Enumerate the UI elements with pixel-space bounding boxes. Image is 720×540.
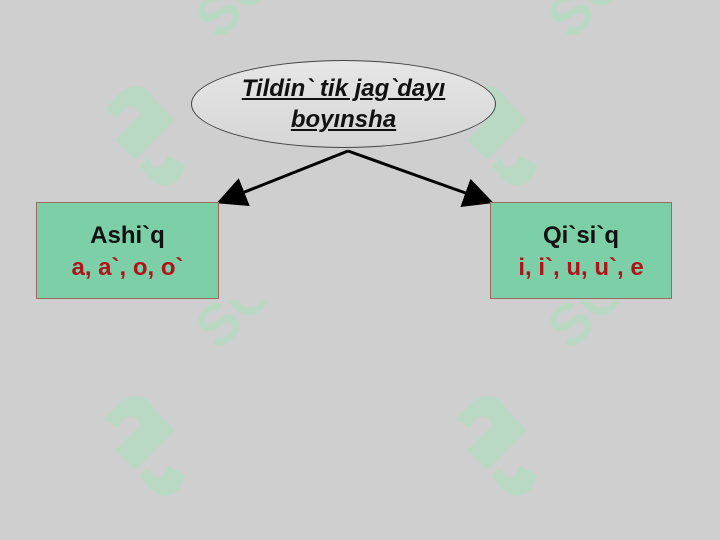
arrow-right xyxy=(347,149,494,208)
right-node: Qi`si`q i, i`, u, u`, e xyxy=(490,202,672,299)
soff-watermark: SOFF xyxy=(105,300,315,496)
root-node: Tildin` tik jag`dayı boyınsha xyxy=(191,60,496,148)
svg-text:SOFF: SOFF xyxy=(534,0,667,51)
left-node: Ashi`q a, a`, o, o` xyxy=(36,202,219,299)
right-node-title: Qi`si`q xyxy=(543,222,619,249)
root-label: Tildin` tik jag`dayı boyınsha xyxy=(242,73,446,135)
root-label-line2: boyınsha xyxy=(290,106,397,133)
root-label-line1: Tildin` tik jag`dayı xyxy=(241,75,446,102)
arrow-left xyxy=(216,149,349,207)
right-node-vowels: i, i`, u, u`, e xyxy=(518,254,644,281)
svg-text:SOFF: SOFF xyxy=(182,0,315,51)
left-node-title: Ashi`q xyxy=(90,222,165,249)
svg-text:SOFF: SOFF xyxy=(534,300,667,361)
soff-watermark: SOFF xyxy=(457,300,667,496)
svg-text:SOFF: SOFF xyxy=(182,300,315,361)
left-node-vowels: a, a`, o, o` xyxy=(71,254,184,281)
